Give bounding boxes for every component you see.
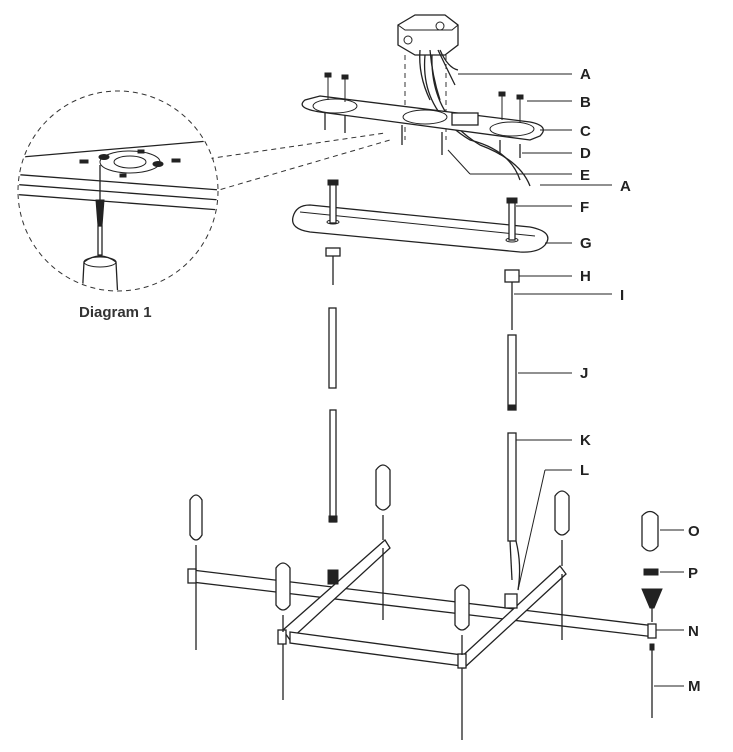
chandelier-frame <box>187 539 657 740</box>
canopy <box>291 179 549 285</box>
label-a-bottom: A <box>620 178 631 195</box>
right-stem <box>504 269 521 591</box>
leader-lines <box>447 73 684 687</box>
label-b: B <box>580 94 591 111</box>
left-stem <box>328 307 338 523</box>
label-i: I <box>620 287 624 304</box>
label-o: O <box>688 523 700 540</box>
part-labels: A B C D E A F G H I J K L O P N M <box>580 66 701 695</box>
diagram-caption: Diagram 1 <box>79 304 152 321</box>
label-n: N <box>688 623 699 640</box>
junction-box <box>397 14 531 187</box>
label-c: C <box>580 123 591 140</box>
label-a-top: A <box>580 66 591 83</box>
label-j: J <box>580 365 588 382</box>
label-e: E <box>580 167 590 184</box>
mounting-bar <box>301 72 544 158</box>
label-m: M <box>688 678 701 695</box>
bulbs <box>189 464 570 655</box>
label-d: D <box>580 145 591 162</box>
label-p: P <box>688 565 698 582</box>
label-l: L <box>580 462 589 479</box>
detail-callout: Diagram 1 <box>17 90 391 321</box>
label-k: K <box>580 432 591 449</box>
label-g: G <box>580 235 592 252</box>
label-h: H <box>580 268 591 285</box>
bulb-parts <box>641 510 663 718</box>
label-f: F <box>580 199 589 216</box>
